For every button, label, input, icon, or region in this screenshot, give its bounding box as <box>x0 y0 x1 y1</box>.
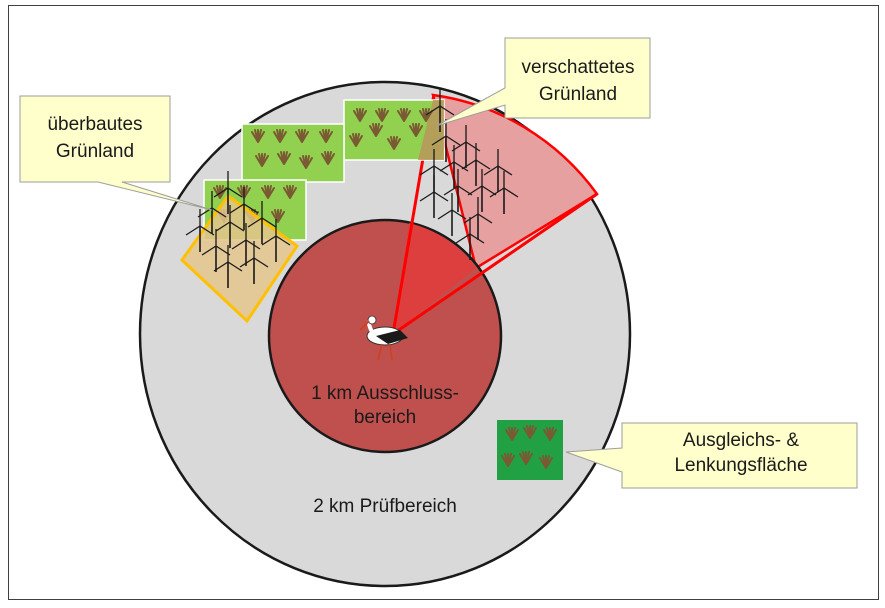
callout-comp-line1: Ausgleichs- & <box>683 430 799 451</box>
callout-shaded-line1: verschattetes <box>522 57 635 78</box>
callout-built-line1: überbautes <box>47 114 142 135</box>
callout-built-grassland: überbautes Grünland <box>19 95 213 211</box>
shaded-sector <box>431 93 599 270</box>
shaded-grassland <box>418 100 444 160</box>
exclusion-label-line1: 1 km Ausschluss- <box>311 383 459 404</box>
callout-comp-line2: Lenkungsfläche <box>674 455 807 476</box>
wind-park-area <box>180 193 300 324</box>
callout-shaded-grassland: verschattetes Grünland <box>435 37 651 127</box>
callout-shaded-line2: Grünland <box>539 84 617 105</box>
callout-built-line2: Grünland <box>56 141 134 162</box>
sector-edge-right <box>392 192 598 336</box>
test-zone-label: 2 km Prüfbereich <box>313 496 457 517</box>
callout-compensation-area: Ausgleichs- & Lenkungsfläche <box>565 422 858 489</box>
stork-icon <box>359 315 408 361</box>
shaded-wedge <box>393 223 476 334</box>
exclusion-label-line2: bereich <box>354 407 416 428</box>
